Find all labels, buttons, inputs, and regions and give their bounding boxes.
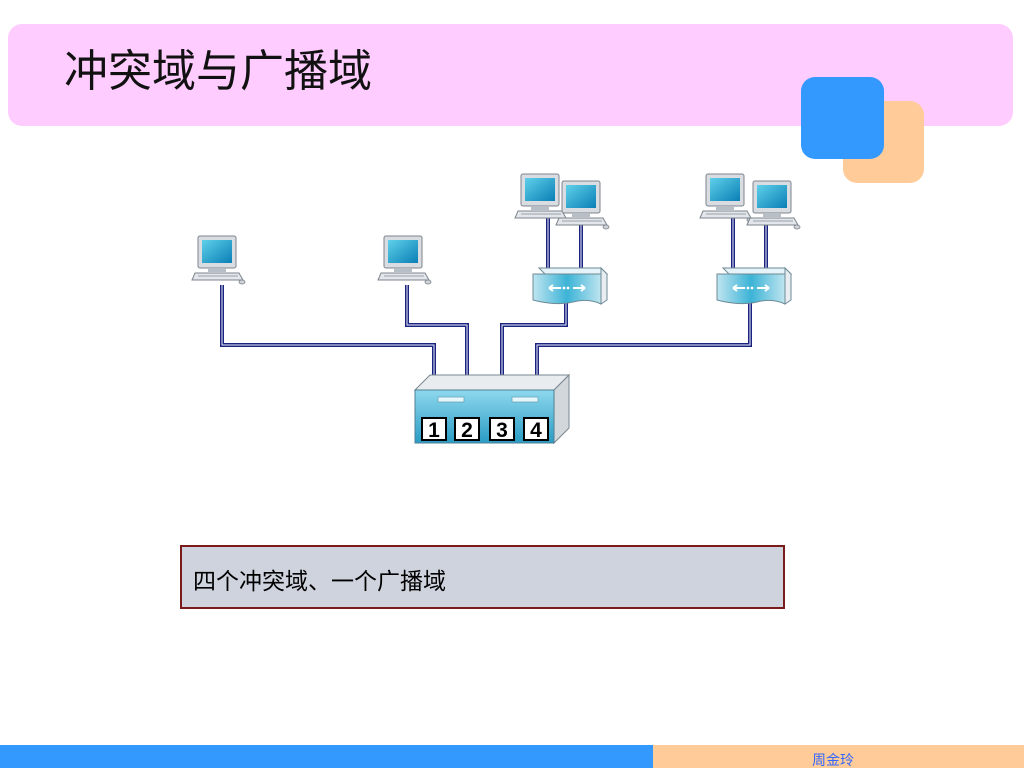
switch-port-label: 3 [496,419,508,442]
computer-icon [514,173,569,223]
caption-text: 四个冲突域、一个广播域 [193,569,446,595]
hub-icon [716,267,792,305]
slide-title: 冲突域与广播域 [64,46,372,97]
switch-port-4: 4 [523,417,549,442]
computer-icon [699,173,754,223]
switch-port-1: 1 [421,417,447,442]
computer-icon [377,235,432,285]
footer-bar-blue [0,745,653,768]
switch-port-label: 4 [530,419,542,442]
switch-port-label: 1 [428,419,440,442]
caption-box [180,545,785,609]
switch-port-2: 2 [454,417,480,442]
footer-bar-orange [653,745,1024,768]
switch-ports: 1 2 3 4 [421,417,549,442]
footer-author: 周金玲 [812,753,854,769]
hub-icon [532,267,608,305]
computer-icon [191,235,246,285]
switch-port-3: 3 [489,417,515,442]
computer-icon [555,180,610,230]
computer-icon [746,180,801,230]
decorative-blue-square [801,77,884,159]
switch-icon [413,373,571,445]
switch-port-label: 2 [461,419,473,442]
